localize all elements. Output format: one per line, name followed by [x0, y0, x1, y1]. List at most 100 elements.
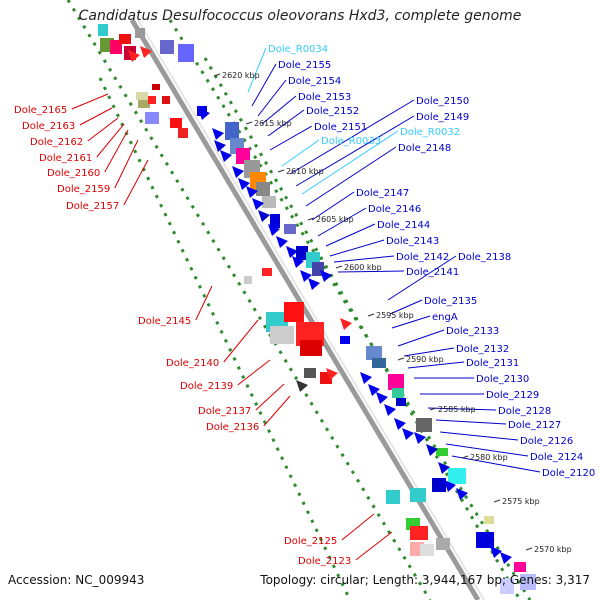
gene-arrow [384, 404, 396, 416]
right-gene-label: Dole_2135 [424, 296, 477, 307]
kbp-tick [245, 121, 253, 125]
gene-arrow [340, 318, 352, 330]
label-connectors [71, 47, 541, 561]
gene-block [416, 418, 432, 432]
label-connector [407, 361, 465, 369]
right-gene-label: Dole_2132 [456, 344, 509, 355]
right-gene-label: Dole_2147 [356, 188, 409, 199]
gene-block [484, 516, 494, 524]
label-connector [71, 93, 109, 110]
right-gene-label: engA [432, 312, 458, 323]
gene-block [410, 488, 426, 502]
gene-block [410, 526, 428, 540]
right-gene-label: Dole_2155 [278, 60, 331, 71]
dot-track [203, 57, 522, 600]
gene-block [225, 122, 239, 140]
label-connector [391, 315, 431, 329]
label-connector [337, 270, 405, 273]
gene-block [262, 268, 272, 276]
gene-arrow [258, 210, 270, 222]
gene-arrow [140, 46, 152, 58]
gene-arrow [300, 270, 312, 282]
gene-block [436, 538, 450, 550]
label-connector [79, 107, 113, 126]
right-gene-label: Dole_2126 [520, 436, 573, 447]
label-connector [114, 139, 139, 189]
gene-block [244, 276, 252, 284]
left-gene-label: Dole_2123 [298, 556, 351, 567]
label-connector [247, 47, 267, 93]
label-connector [311, 191, 355, 221]
gene-arrow [326, 368, 338, 380]
right-gene-label: Dole_2120 [542, 468, 595, 479]
kbp-tick-label: 2585 kbp [438, 405, 476, 414]
accession-info: Accession: NC_009943 [8, 573, 144, 587]
gene-block [304, 368, 316, 378]
gene-block [396, 398, 406, 406]
right-gene-label: Dole_2149 [416, 112, 469, 123]
gene-arrow [268, 224, 280, 236]
label-connector [439, 431, 519, 441]
label-connector [341, 513, 375, 541]
gene-arrow [252, 198, 264, 210]
gene-arrow [198, 108, 210, 120]
genes-label: Genes: [509, 573, 552, 587]
length-value: 3,944,167 bp; [421, 573, 507, 587]
right-gene-label: Dole_2143 [386, 236, 439, 247]
gene-block [386, 490, 400, 504]
gene-block [436, 448, 448, 456]
gene-arrow [296, 380, 308, 392]
length-label: Length: [372, 573, 419, 587]
gene-block [98, 24, 108, 36]
accession-label: Accession: [8, 573, 72, 587]
right-gene-label: Dole_2131 [466, 358, 519, 369]
topology-value: circular; [320, 573, 369, 587]
kbp-tick [525, 547, 533, 551]
kbp-tick-label: 2590 kbp [406, 355, 444, 364]
kbp-tick-label: 2575 kbp [502, 497, 540, 506]
gene-arrow [360, 372, 372, 384]
kbp-tick-label: 2605 kbp [316, 215, 354, 224]
label-connector [87, 117, 119, 142]
label-connector [96, 123, 125, 158]
gene-arrow [308, 278, 320, 290]
right-gene-label: Dole_2130 [476, 374, 529, 385]
label-connector [435, 419, 507, 425]
kbp-tick-label: 2600 kbp [344, 263, 382, 272]
label-connector [387, 255, 457, 301]
gene-arrow [444, 480, 456, 492]
label-connector [295, 115, 415, 187]
accession-value: NC_009943 [75, 573, 145, 587]
kbp-tick-label: 2570 kbp [534, 545, 572, 554]
gene-arrow [426, 444, 438, 456]
gene-block [300, 340, 322, 356]
label-connector [329, 239, 385, 257]
label-connector [333, 255, 395, 263]
gene-block [420, 544, 434, 556]
right-gene-label: Dole_2142 [396, 252, 449, 263]
dot-track [98, 77, 352, 600]
right-gene-label: Dole_2150 [416, 96, 469, 107]
left-gene-label: Dole_2125 [284, 536, 337, 547]
dot-track [66, 0, 432, 600]
label-connector [355, 531, 393, 561]
kbp-tick-label: 2580 kbp [470, 453, 508, 462]
gene-block [162, 96, 170, 104]
gene-arrow [376, 392, 388, 404]
gene-block [284, 224, 296, 234]
kbp-tick [307, 217, 315, 221]
gene-arrow [402, 428, 414, 440]
gene-block [500, 578, 514, 594]
gene-arrow [286, 246, 298, 258]
right-gene-label: Dole_2151 [314, 122, 367, 133]
kbp-tick [367, 313, 375, 317]
gene-block [388, 374, 404, 390]
gene-labels: Dole_2165Dole_2163Dole_2162Dole_2161Dole… [14, 44, 595, 567]
gene-block [520, 574, 536, 590]
label-connector [237, 359, 271, 386]
label-connector [317, 207, 367, 237]
gene-block [296, 246, 308, 260]
kbp-tick [213, 73, 221, 77]
label-connector [427, 407, 497, 411]
